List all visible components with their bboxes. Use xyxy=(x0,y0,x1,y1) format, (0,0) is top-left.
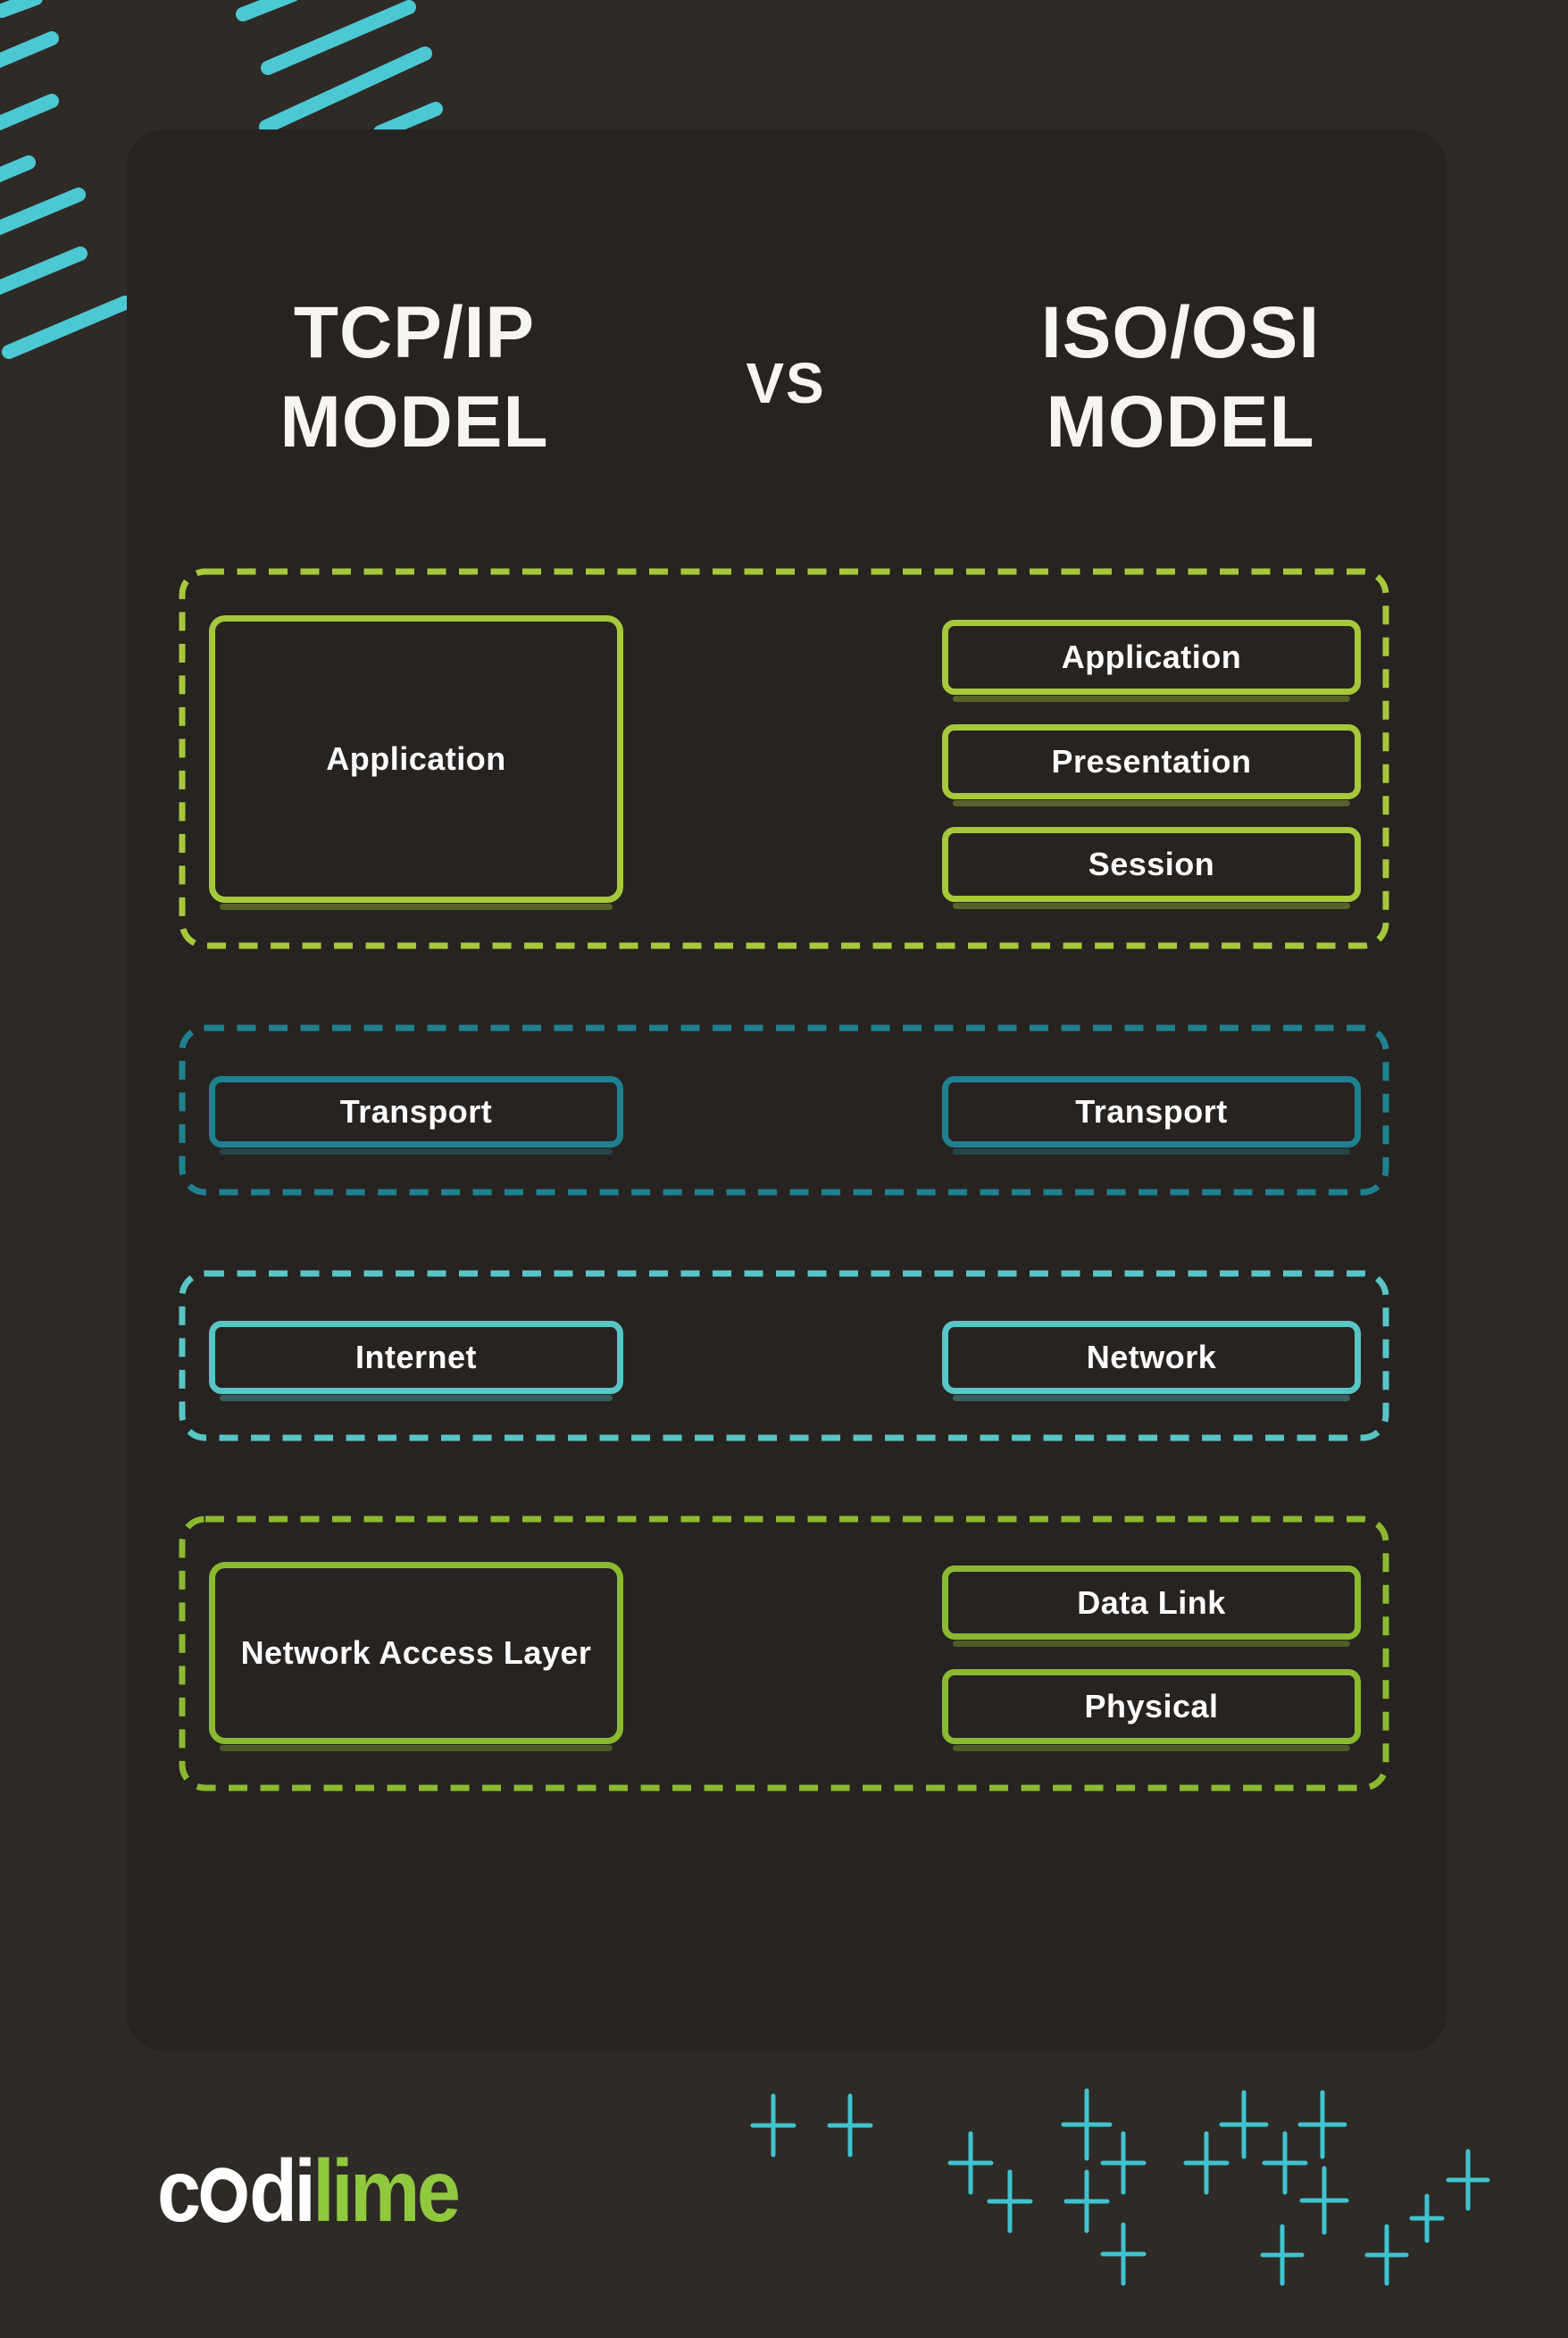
dashed-group-border xyxy=(179,1024,1389,1196)
osi-presentation-box: Presentation xyxy=(942,724,1361,806)
dashed-group-border xyxy=(179,568,1389,949)
layer-label: Data Link xyxy=(1077,1583,1226,1621)
diagonal-stripes-icon xyxy=(0,0,443,359)
osi-application-box: Application xyxy=(942,620,1361,702)
layer-label: Transport xyxy=(339,1093,493,1130)
isoosi-model-title: ISO/OSI MODEL xyxy=(1002,288,1359,467)
plus-signs-icon xyxy=(750,2088,1490,2286)
osi-physical-box: Physical xyxy=(942,1669,1361,1751)
layer-label: Application xyxy=(326,740,506,777)
dashed-group-border xyxy=(179,1516,1389,1791)
tcpip-internet-box: Internet xyxy=(209,1321,623,1401)
network-access-layer-group: Network Access Layer Data Link Physical xyxy=(179,1516,1389,1791)
osi-network-box: Network xyxy=(942,1321,1361,1401)
layer-label: Network xyxy=(1086,1339,1217,1375)
dashed-group-border xyxy=(179,1270,1389,1441)
osi-transport-box: Transport xyxy=(942,1076,1361,1155)
isoosi-title-line1: ISO/OSI xyxy=(1040,292,1321,373)
tcpip-application-box: Application xyxy=(209,615,623,910)
isoosi-title-line2: MODEL xyxy=(1046,381,1315,463)
layer-label: Internet xyxy=(354,1339,477,1375)
layer-label: Presentation xyxy=(1051,743,1252,780)
transport-layer-group: Transport Transport xyxy=(179,1024,1389,1196)
logo-text-white: c xyxy=(157,2142,201,2240)
layer-label: Transport xyxy=(1075,1093,1228,1130)
osi-session-box: Session xyxy=(942,827,1361,909)
logo-text-lime: lime xyxy=(313,2142,461,2240)
tcpip-title-line1: TCP/IP xyxy=(293,292,536,373)
layer-label: Physical xyxy=(1084,1688,1219,1724)
layer-label: Network Access Layer xyxy=(240,1634,592,1671)
internet-layer-group: Internet Network xyxy=(179,1270,1389,1441)
tcpip-model-title: TCP/IP MODEL xyxy=(236,288,593,467)
layer-label: Application xyxy=(1061,639,1242,675)
tcpip-title-line2: MODEL xyxy=(279,381,549,463)
content-card: TCP/IP MODEL VS ISO/OSI MODEL Applicatio… xyxy=(127,129,1447,2051)
logo-o-glyph xyxy=(197,2165,250,2225)
osi-data-link-box: Data Link xyxy=(942,1566,1361,1647)
layer-label: Session xyxy=(1088,846,1215,882)
versus-label: VS xyxy=(746,351,826,415)
logo-text-white: di xyxy=(249,2142,316,2240)
tcpip-network-access-box: Network Access Layer xyxy=(209,1562,623,1751)
application-layer-group: Application Application Presentation Ses… xyxy=(179,568,1389,949)
tcpip-transport-box: Transport xyxy=(209,1076,623,1155)
